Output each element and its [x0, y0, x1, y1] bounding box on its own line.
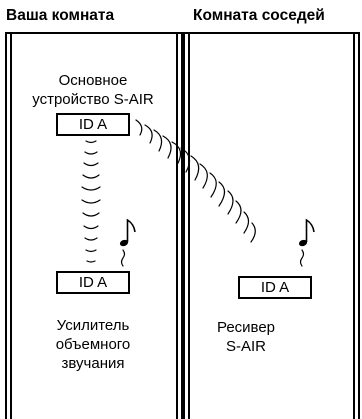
surround-amp-id-box: ID A	[56, 271, 130, 294]
your-room-heading: Ваша комната	[6, 7, 115, 24]
neighbor-room-panel	[183, 32, 360, 419]
diagonal-radio-wave-icon	[135, 119, 256, 243]
receiver-label-line1: Ресивер	[216, 319, 276, 336]
surround-amp-label-line1: Усилитель	[56, 317, 130, 334]
neighbor-room-heading: Комната соседей	[193, 7, 325, 24]
main-unit-label-line1: Основное	[58, 72, 128, 89]
vertical-radio-wave-icon	[81, 140, 101, 263]
main-unit-label-line2: устройство S-AIR	[32, 91, 154, 108]
surround-amp-label-line3: звучания	[61, 355, 125, 372]
receiver-label-line2: S-AIR	[225, 338, 266, 355]
surround-amp-label: Усилитель объемного звучания	[8, 316, 178, 373]
receiver-label: Ресивер S-AIR	[190, 318, 302, 356]
music-note-icon	[119, 218, 136, 247]
receiver-id-box: ID A	[238, 276, 312, 299]
main-unit-id-box: ID A	[56, 113, 130, 136]
main-unit-label: Основное устройство S-AIR	[8, 71, 178, 109]
your-room-panel	[5, 32, 183, 419]
surround-amp-label-line2: объемного	[55, 336, 131, 353]
music-note-icon	[298, 218, 315, 247]
